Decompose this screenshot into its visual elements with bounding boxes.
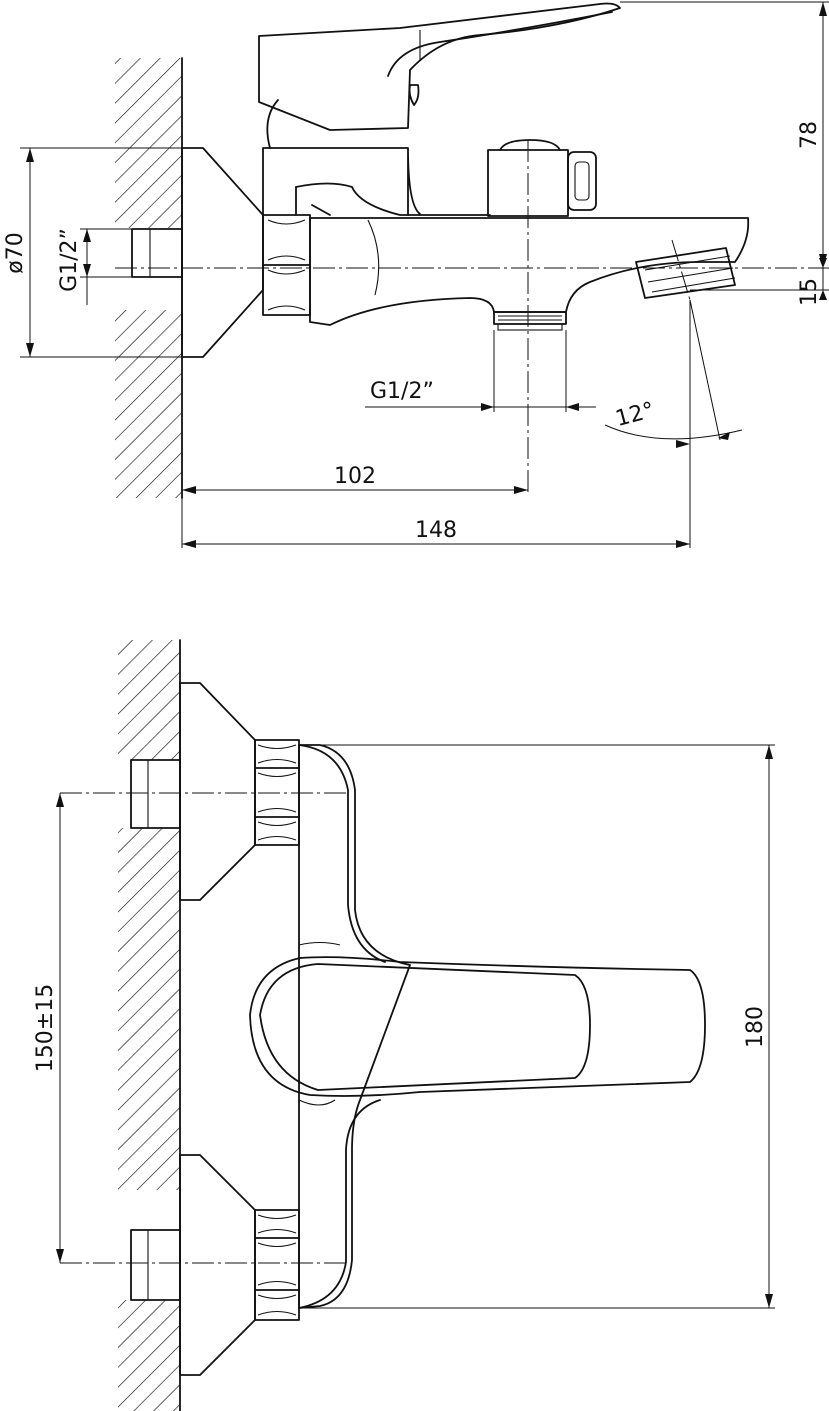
dim-spacing-label: 150±15 [33,984,58,1072]
escutcheon-flange [181,147,264,358]
wall-section-bottom [118,639,181,1411]
dim-angle-label: 12° [613,398,657,432]
dim-180: 180 [299,744,775,1309]
dim-inlet-thread: G1/2ˮ [57,228,132,305]
mixer-body-front [298,744,411,1309]
bath-outlet-thread [493,311,567,331]
dim-180-label: 180 [743,1006,768,1048]
dim-diameter: ø70 [3,147,182,358]
mixer-body [295,182,750,326]
inlet-pipe-stub [131,228,183,278]
dim-15-label: 15 [797,278,822,306]
diverter-knob [487,139,597,217]
cartridge-housing [262,99,421,216]
dim-angle: 12° [604,299,743,448]
dim-spacing: 150±15 [33,793,64,1263]
dim-102-label: 102 [334,464,376,489]
lever-handle-front [249,956,706,1097]
lever-handle-side [258,2,621,131]
aerator [635,247,736,299]
lower-inlet [130,1154,300,1376]
side-view: ø70 G1/2ˮ G1/2ˮ 12° [3,1,829,548]
dim-148-label: 148 [415,518,457,543]
hex-nut [262,214,311,316]
dim-outlet-thread-label: G1/2ˮ [370,379,434,404]
dim-outlet-thread: G1/2ˮ [365,330,596,412]
front-view: 150±15 180 [33,639,775,1411]
dim-15: 15 [690,258,829,306]
dim-inlet-thread-label: G1/2ˮ [57,228,82,292]
dim-148: 148 [182,300,691,548]
wall-section-top [115,57,183,499]
dim-102: 102 [181,464,528,548]
center-line-aerator [671,239,691,301]
dim-78: 78 [620,1,829,268]
dim-78-label: 78 [797,121,822,149]
dim-diameter-label: ø70 [3,232,28,273]
